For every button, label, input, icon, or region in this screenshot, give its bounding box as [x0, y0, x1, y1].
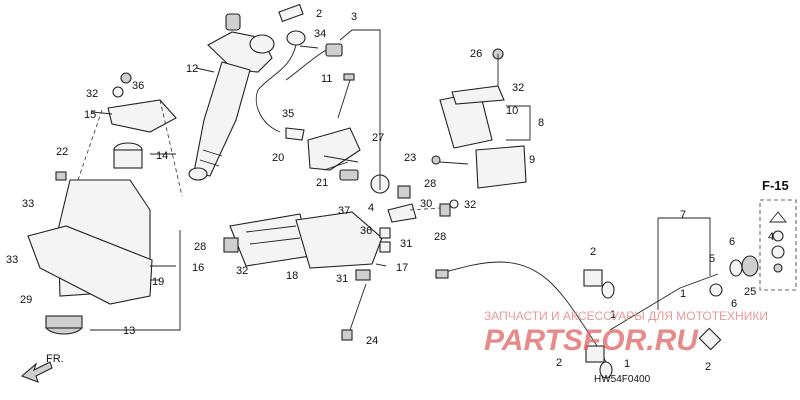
callout-32b: 32 [512, 82, 524, 94]
diagram-code: HW54F0400 [594, 374, 651, 385]
callout-5: 5 [709, 253, 715, 265]
callout-33b: 33 [6, 254, 18, 266]
callout-29: 29 [20, 294, 32, 306]
bracket-assembly [285, 127, 390, 194]
front-arrow: FR. [20, 353, 64, 383]
callout-13: 13 [123, 325, 135, 337]
callout-12: 12 [186, 63, 198, 75]
callout-1: 1 [610, 309, 616, 321]
callout-1b: 1 [624, 358, 630, 370]
callout-32: 32 [86, 88, 98, 100]
callout-31b: 31 [336, 273, 348, 285]
callout-6b: 6 [731, 298, 737, 310]
bolt-11 [337, 73, 355, 119]
callout-15: 15 [84, 109, 96, 121]
sensor-harness [255, 3, 343, 133]
callout-28c: 28 [194, 241, 206, 253]
callout-23: 23 [404, 152, 416, 164]
callout-4b: 4 [768, 231, 774, 243]
callout-10: 10 [506, 105, 518, 117]
callout-17: 17 [396, 262, 408, 274]
callout-9: 9 [529, 154, 535, 166]
callout-26: 26 [470, 48, 482, 60]
callout-7: 7 [680, 209, 686, 221]
callout-33: 33 [22, 198, 34, 210]
watermark-caption: ЗАПЧАСТИ И АКСЕССУАРЫ ДЛЯ МОТОТЕХНИКИ [484, 309, 768, 323]
callout-3: 3 [351, 11, 357, 23]
callout-2b: 2 [590, 246, 596, 258]
callout-28b: 28 [434, 231, 446, 243]
callout-19: 19 [152, 276, 164, 288]
callout-4: 4 [368, 202, 374, 214]
callout-27: 27 [372, 132, 384, 144]
watermark-site: PARTSFOR.RU [484, 324, 699, 357]
callout-16: 16 [192, 262, 204, 274]
front-label: FR. [46, 353, 64, 365]
callout-8: 8 [538, 117, 544, 129]
callout-21: 21 [316, 177, 328, 189]
f15-hardware [729, 199, 797, 291]
linkage-assembly [223, 211, 391, 341]
callout-28: 28 [424, 178, 436, 190]
callout-1c: 1 [680, 288, 686, 300]
callout-18: 18 [286, 270, 298, 282]
callout-14: 14 [156, 150, 168, 162]
callout-6: 6 [729, 236, 735, 248]
watermark: ЗАПЧАСТИ И АКСЕССУАРЫ ДЛЯ МОТОТЕХНИКИ PA… [484, 309, 768, 357]
callout-36b: 36 [360, 225, 372, 237]
callout-35: 35 [282, 108, 294, 120]
callout-2: 2 [316, 8, 322, 20]
callout-25: 25 [744, 286, 756, 298]
callout-22: 22 [56, 146, 68, 158]
callout-labels: 1 1 1 2 2 2 2 3 4 4 5 6 6 7 8 9 10 11 12… [6, 8, 774, 373]
cable-assembly [435, 261, 723, 379]
callout-11: 11 [321, 73, 332, 85]
callout-2c: 2 [556, 357, 562, 369]
leader-lines [90, 29, 711, 331]
callout-37: 37 [338, 205, 350, 217]
cover-assembly [27, 72, 183, 335]
housing-assembly [431, 48, 527, 189]
callout-30: 30 [420, 198, 432, 210]
callout-32d: 32 [236, 265, 248, 277]
callout-20: 20 [272, 152, 284, 164]
callout-2d: 2 [705, 361, 711, 373]
reference-tag: F-15 [762, 178, 789, 193]
callout-31: 31 [400, 238, 412, 250]
small-fasteners [387, 185, 459, 223]
callout-32c: 32 [464, 199, 476, 211]
steering-stem-assembly [188, 13, 275, 181]
callout-36: 36 [132, 80, 144, 92]
callout-24: 24 [366, 335, 378, 347]
callout-34: 34 [314, 28, 326, 40]
